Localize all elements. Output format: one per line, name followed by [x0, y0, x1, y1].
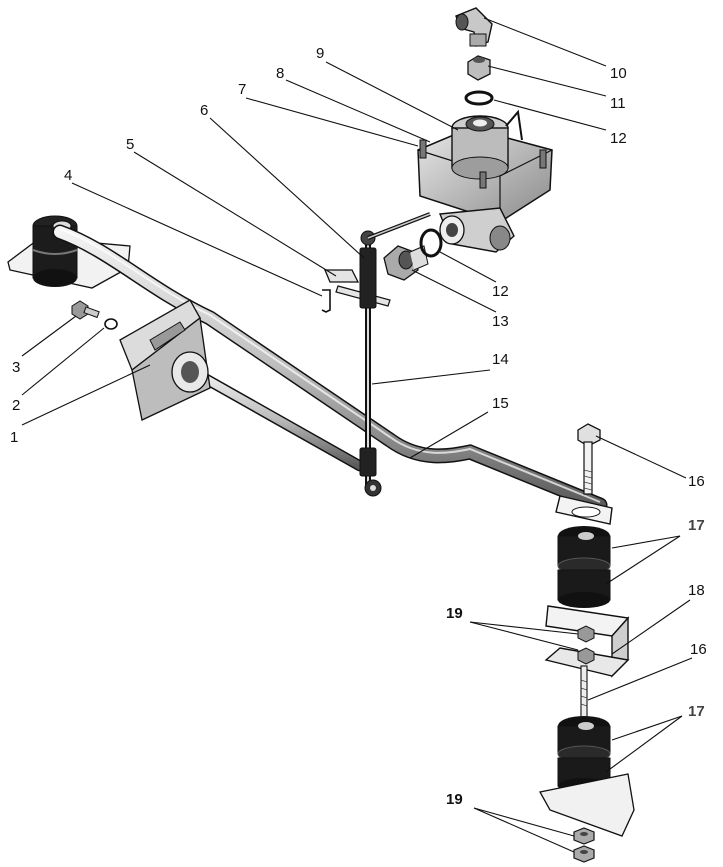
rubber-cushion-lower [557, 716, 611, 794]
callout-6: 6 [200, 102, 209, 119]
rubber-cushion-upper [557, 526, 611, 608]
callout-17-lower: 17 [688, 703, 705, 720]
bolt-3 [71, 300, 100, 320]
torsion-rod [52, 224, 613, 525]
callout-5: 5 [126, 136, 135, 153]
callout-15: 15 [492, 395, 509, 412]
vertical-link-rod [359, 212, 431, 497]
callout-13: 13 [492, 313, 509, 330]
callout-2: 2 [12, 397, 21, 414]
regulator-valve [417, 109, 553, 253]
elbow-fitting-10 [455, 7, 493, 47]
lower-base-plate [539, 773, 635, 837]
callout-12-side: 12 [492, 283, 509, 300]
callout-8: 8 [276, 65, 285, 82]
callout-16-lower: 16 [690, 641, 707, 658]
callout-4: 4 [64, 167, 73, 184]
callout-9: 9 [316, 45, 325, 62]
callout-11: 11 [610, 95, 626, 112]
sealing-ring-12-top [464, 90, 494, 106]
leader-lines [21, 17, 693, 853]
callout-1: 1 [10, 429, 19, 446]
mounting-bracket-18 [544, 605, 630, 678]
nipple-11 [467, 55, 491, 81]
callout-3: 3 [12, 359, 21, 376]
clip-4 [321, 289, 331, 313]
bolt-16-upper [577, 423, 601, 495]
nuts-19-bottom [573, 827, 595, 863]
callout-12-top: 12 [610, 130, 627, 147]
callout-14: 14 [492, 351, 509, 368]
callout-19-lower: 19 [446, 791, 463, 808]
callout-18: 18 [688, 582, 705, 599]
sealing-ring-12-side [419, 228, 443, 258]
callout-10: 10 [610, 65, 627, 82]
callout-16-upper: 16 [688, 473, 705, 490]
callout-19-upper: 19 [446, 605, 463, 622]
washer-2 [104, 318, 118, 330]
bracket [119, 299, 211, 421]
callout-7: 7 [238, 81, 247, 98]
callout-17-upper: 17 [688, 517, 705, 534]
